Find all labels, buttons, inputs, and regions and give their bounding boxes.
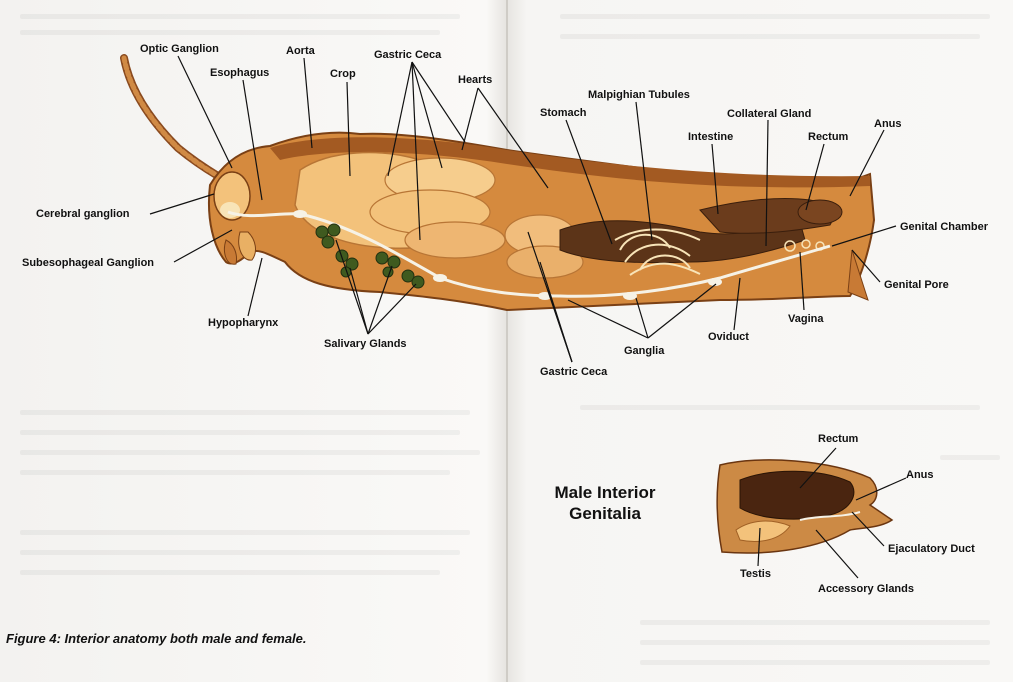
background-text-line [560,34,980,39]
male-genitalia-drawing [716,459,894,554]
label-rectum: Rectum [808,131,849,143]
crop-and-ceca [294,151,584,279]
label-ejaculatory-duct: Ejaculatory Duct [888,543,975,555]
label-aorta: Aorta [286,45,315,57]
background-text-line [20,570,440,575]
label-gastric-ceca-top: Gastric Ceca [374,49,442,61]
label-testis: Testis [740,568,771,580]
malpighian-tubules-drawing [614,228,701,276]
background-text-line [640,640,990,645]
label-esophagus: Esophagus [210,67,270,79]
label-collateral-gland: Collateral Gland [727,108,812,120]
background-text-line [20,410,470,415]
background-text-line [580,405,980,410]
background-text-line [20,430,460,435]
background-text-line [20,470,450,475]
label-intestine: Intestine [688,131,734,143]
ganglia-nodes [293,210,722,300]
label-male-rectum: Rectum [818,433,859,445]
background-text-line [20,530,470,535]
label-salivary-glands: Salivary Glands [324,338,407,350]
label-hearts: Hearts [458,74,493,86]
label-gastric-ceca-bottom: Gastric Ceca [540,366,608,378]
antenna [120,54,222,180]
label-malpighian-tubules: Malpighian Tubules [588,89,690,101]
label-genital-pore: Genital Pore [884,279,949,291]
label-cerebral-ganglion: Cerebral ganglion [36,208,130,220]
leader-lines [149,55,907,579]
background-text-line [640,660,990,665]
background-text-line [640,620,990,625]
label-anus: Anus [874,118,902,130]
label-optic-ganglion: Optic Ganglion [140,43,219,55]
label-vagina: Vagina [788,313,824,325]
background-text-line [560,14,990,19]
label-male-anus: Anus [906,469,934,481]
background-text-line [20,550,460,555]
label-accessory-glands: Accessory Glands [818,583,914,595]
male-genitalia-title: Male Interior Genitalia [554,483,656,523]
background-text-line [940,455,1000,460]
label-ganglia: Ganglia [624,345,665,357]
background-text-line [20,450,480,455]
label-hypopharynx: Hypopharynx [208,317,279,329]
background-text-line [20,14,460,19]
label-genital-chamber: Genital Chamber [900,221,989,233]
figure-caption: Figure 4: Interior anatomy both male and… [6,631,307,646]
label-stomach: Stomach [540,107,587,119]
label-oviduct: Oviduct [708,331,749,343]
salivary-glands-drawing [315,223,425,289]
label-subesophageal-ganglion: Subesophageal Ganglion [22,257,155,269]
label-crop: Crop [330,68,356,80]
background-text-line [20,30,440,35]
